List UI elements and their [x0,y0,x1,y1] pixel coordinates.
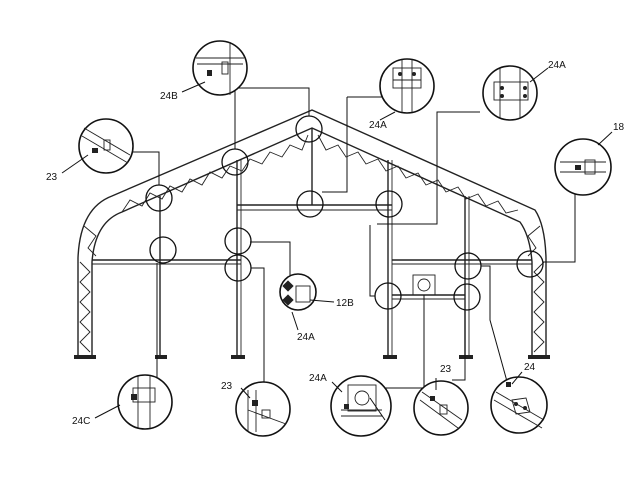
detail-23-bottom-right [413,380,469,436]
detail-12b [279,273,335,311]
detail-24a-right [482,65,538,121]
outer-arch-inner [91,127,533,358]
label-24a-right: 24A [548,60,566,71]
label-24a-bottom: 24A [309,373,327,384]
joint-markers [145,115,544,311]
outer-arch [77,109,547,358]
tent-frame [74,109,550,359]
label-12b: 12B [336,298,354,309]
label-24a-top: 24A [369,120,387,131]
detail-18 [554,138,612,196]
detail-23-left [78,118,134,174]
detail-24-bottom-right [490,376,548,434]
detail-24a-bottom [330,375,392,437]
label-18: 18 [613,122,625,133]
truss-right-side [527,225,545,353]
truss-left [121,134,309,213]
label-24a-mid: 24A [297,332,315,343]
door-box-ring [417,278,431,292]
base-plates [74,355,550,359]
detail-24a-top [379,58,435,114]
label-24-bottom-right: 24 [524,362,536,373]
callout-labels: 24B 24A 24A 18 23 12B 24A 24C 23 24A 23 … [46,60,625,427]
door-box [412,274,436,296]
detail-23-bottom [235,381,291,437]
detail-24b [192,40,248,96]
truss-right [317,134,519,214]
label-23-bottom: 23 [221,381,233,392]
truss-left-side [79,225,97,353]
label-24b: 24B [160,91,178,102]
label-pointers [61,67,613,419]
leader-lines [125,87,576,389]
label-24c: 24C [72,416,90,427]
label-23-left: 23 [46,172,58,183]
detail-24c [117,374,173,430]
label-23-bottom-right: 23 [440,364,452,375]
